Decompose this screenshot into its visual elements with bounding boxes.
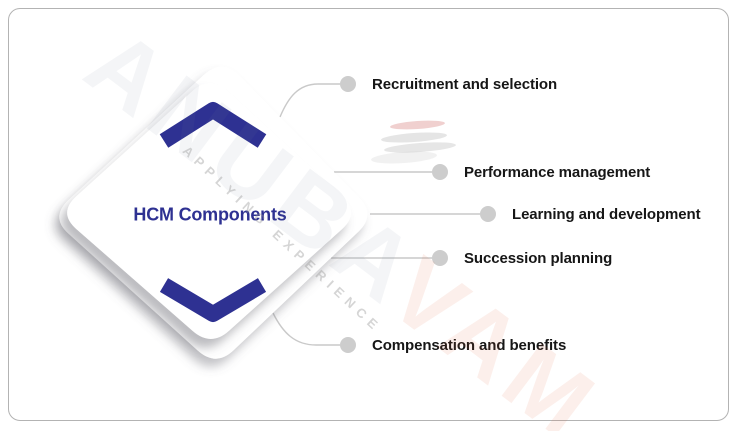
list-item-recruitment: Recruitment and selection xyxy=(340,75,558,93)
list-item-succession: Succession planning xyxy=(432,249,613,267)
list-item-compensation: Compensation and benefits xyxy=(340,336,567,354)
outer-border-frame xyxy=(8,8,729,421)
bullet-dot-icon xyxy=(432,250,448,266)
diagram-center-title: HCM Components xyxy=(133,204,287,225)
bullet-dot-icon xyxy=(340,76,356,92)
item-label: Compensation and benefits xyxy=(372,336,567,354)
connector-line-recruitment xyxy=(279,83,348,118)
list-item-performance: Performance management xyxy=(432,163,651,181)
chevron-up-icon xyxy=(159,102,267,148)
diamond-card-front xyxy=(67,83,352,339)
connector-line-compensation xyxy=(272,312,348,346)
bullet-dot-icon xyxy=(340,337,356,353)
item-label: Recruitment and selection xyxy=(372,75,558,93)
item-label: Performance management xyxy=(464,163,651,181)
list-item-learning: Learning and development xyxy=(480,205,701,223)
bullet-dot-icon xyxy=(432,164,448,180)
item-label: Succession planning xyxy=(464,249,613,267)
item-label: Learning and development xyxy=(512,205,701,223)
bullet-dot-icon xyxy=(480,206,496,222)
chevron-down-icon xyxy=(159,278,267,322)
